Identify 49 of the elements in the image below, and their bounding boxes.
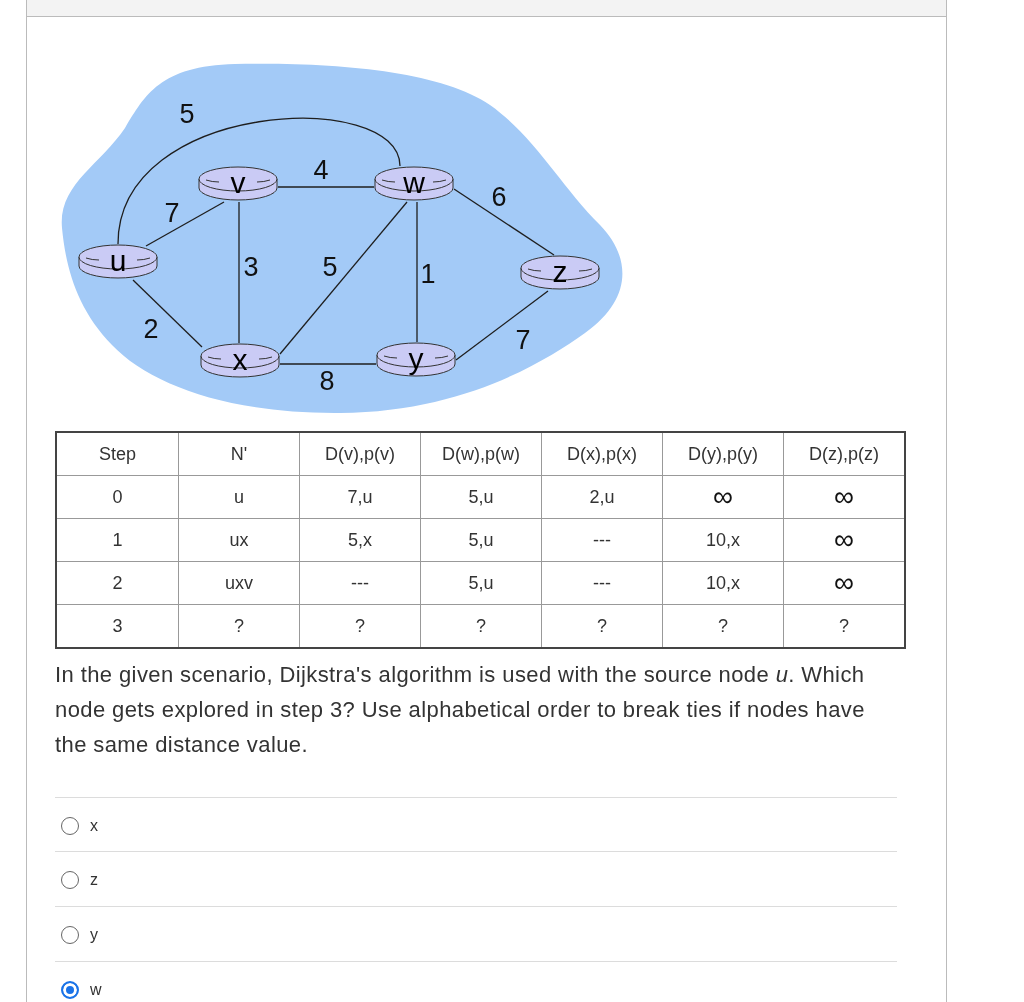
link-line	[455, 290, 549, 361]
link-line	[132, 279, 203, 348]
link-line	[416, 201, 418, 343]
question-text: In the given scenario, Dijkstra's algorithm is used with the source node u. Which node gets explored in step 3? Use alphabetical order to break ties if nodes have the same distance value.	[55, 661, 866, 759]
link-line	[145, 201, 225, 247]
column-header: D(y),p(y)	[662, 432, 784, 476]
column-header: D(x),p(x)	[541, 432, 663, 476]
distance-entry: 2,u	[541, 475, 663, 519]
distance-entry: ---	[299, 561, 421, 605]
distance-entry: 5,u	[420, 475, 542, 519]
distance-entry: 5,u	[420, 561, 542, 605]
link-line	[279, 201, 408, 355]
column-header: Step	[56, 432, 179, 476]
link-line	[277, 186, 375, 188]
weight-label: 2	[142, 315, 160, 343]
step-number: 0	[56, 475, 179, 519]
step-number: 1	[56, 518, 179, 562]
option-label: x	[90, 816, 98, 836]
weight-label: 8	[318, 367, 336, 395]
link-line	[238, 201, 240, 344]
link-line	[117, 117, 401, 245]
visited-set: u	[178, 475, 300, 519]
distance-entry: 10,x	[662, 518, 784, 562]
weight-label: 7	[163, 199, 181, 227]
distance-entry: 7,u	[299, 475, 421, 519]
weight-label: 1	[419, 260, 437, 288]
weight-label: 3	[242, 253, 260, 281]
distance-entry: 5,u	[420, 518, 542, 562]
step-number: 2	[56, 561, 179, 605]
distance-entry: ---	[541, 561, 663, 605]
option-label: z	[90, 870, 98, 890]
weight-label: 5	[321, 253, 339, 281]
link-line	[453, 188, 555, 256]
distance-entry: ∞	[662, 475, 784, 519]
column-header: D(w),p(w)	[420, 432, 542, 476]
column-header: N'	[178, 432, 300, 476]
weight-label: 5	[178, 100, 196, 128]
option-label: y	[90, 925, 98, 945]
distance-entry: 10,x	[662, 561, 784, 605]
visited-set: uxv	[178, 561, 300, 605]
distance-entry: 5,x	[299, 518, 421, 562]
visited-set: ux	[178, 518, 300, 562]
option-label: w	[90, 980, 102, 1000]
link-line	[279, 363, 377, 365]
weight-label: 4	[312, 156, 330, 184]
distance-entry: ---	[541, 518, 663, 562]
weight-label: 7	[514, 326, 532, 354]
column-header: D(v),p(v)	[299, 432, 421, 476]
weight-label: 6	[490, 183, 508, 211]
